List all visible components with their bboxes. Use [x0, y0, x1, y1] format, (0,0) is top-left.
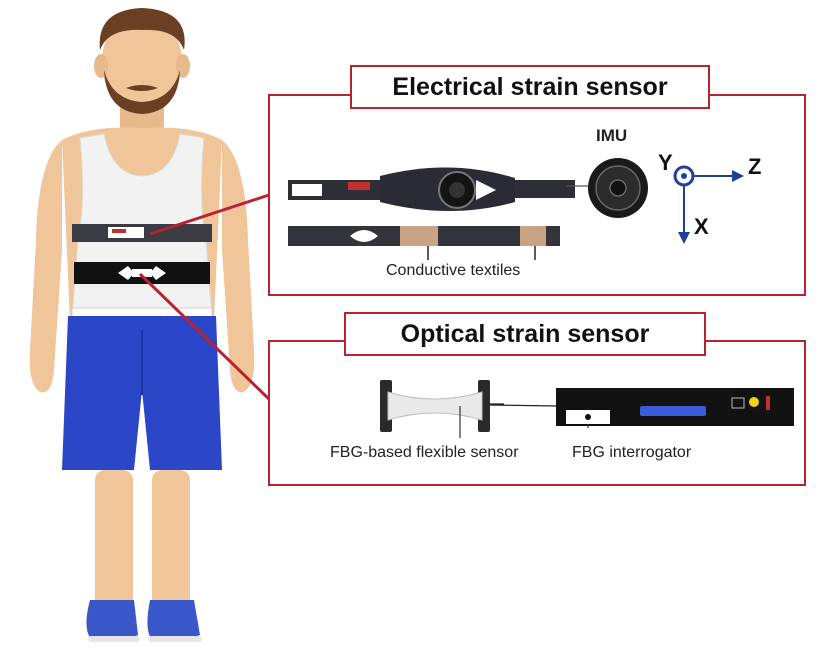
interrogator-device: [556, 388, 794, 428]
optical-title: Optical strain sensor: [344, 312, 706, 356]
axis-y-label: Y: [658, 150, 673, 175]
fiber-line: [490, 404, 559, 407]
conductive-textiles-label: Conductive textiles: [386, 262, 521, 279]
fbg-sensor-label: FBG-based flexible sensor: [330, 444, 519, 461]
fbg-interrogator-label: FBG interrogator: [572, 444, 692, 461]
axis-x-label: X: [694, 214, 709, 239]
coordinate-axes: [673, 165, 744, 244]
axis-z-label: Z: [748, 154, 762, 179]
electrical-title: Electrical strain sensor: [350, 65, 710, 109]
chest-strap-sensor: [288, 167, 575, 260]
fbg-sensor: [380, 380, 504, 438]
imu-label: IMU: [596, 126, 628, 145]
imu-module: [566, 158, 648, 218]
